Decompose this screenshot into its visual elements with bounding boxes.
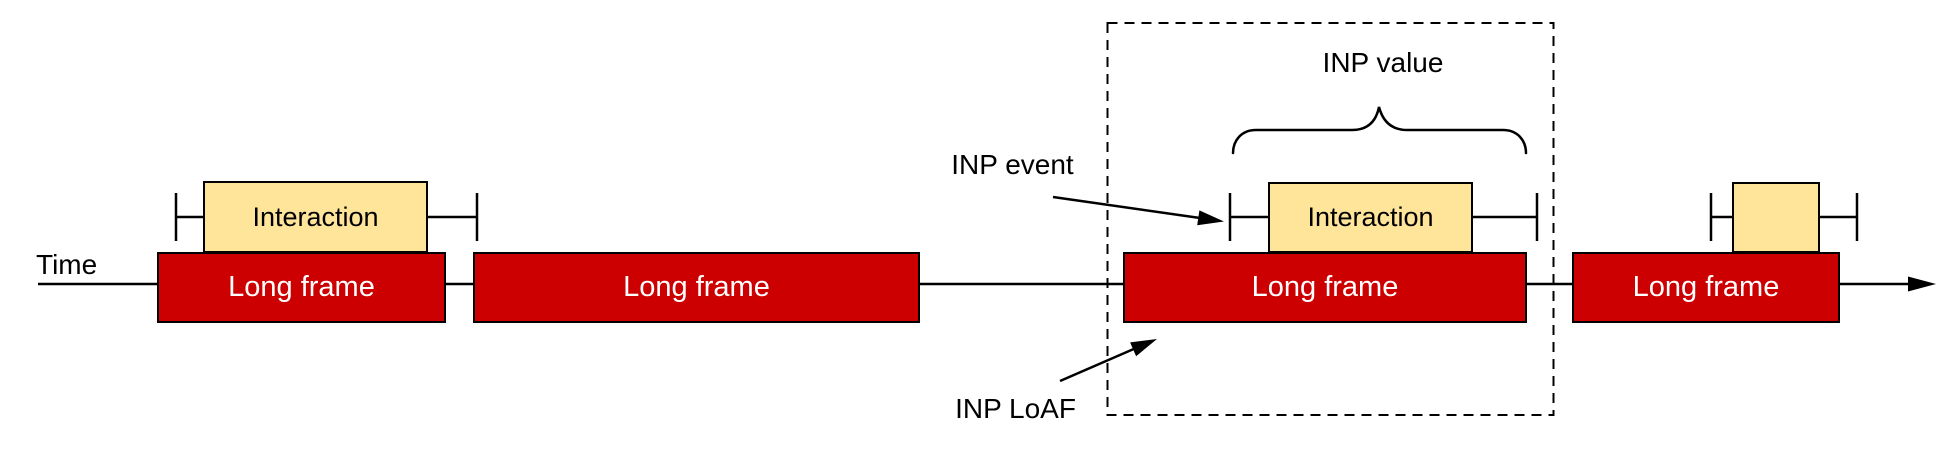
- inp-value-brace: [1231, 106, 1528, 155]
- inp-event-label: INP event: [951, 149, 1074, 180]
- inp-loaf-highlight-box: [1106, 22, 1555, 416]
- interaction-box: Interaction: [1268, 182, 1473, 253]
- interaction-box: Interaction: [203, 181, 428, 253]
- interaction-box: [1732, 182, 1820, 253]
- long-frame-box: Long frame: [1123, 252, 1527, 323]
- inp-loaf-arrow: [1059, 339, 1157, 383]
- timeline-arrowhead-icon: [1908, 276, 1936, 292]
- long-frame-box: Long frame: [473, 252, 920, 323]
- long-frame-box: Long frame: [157, 252, 446, 323]
- time-axis-label: Time: [36, 249, 98, 280]
- long-frame-box: Long frame: [1572, 252, 1840, 323]
- interaction-duration-whiskers: [1709, 193, 1859, 241]
- interaction-duration-whiskers: [174, 193, 479, 241]
- inp-value-label: INP value: [1322, 47, 1444, 78]
- inp-event-arrow: [1052, 195, 1224, 226]
- inp-loaf-label: INP LoAF: [955, 393, 1076, 424]
- interaction-duration-whiskers: [1228, 193, 1539, 241]
